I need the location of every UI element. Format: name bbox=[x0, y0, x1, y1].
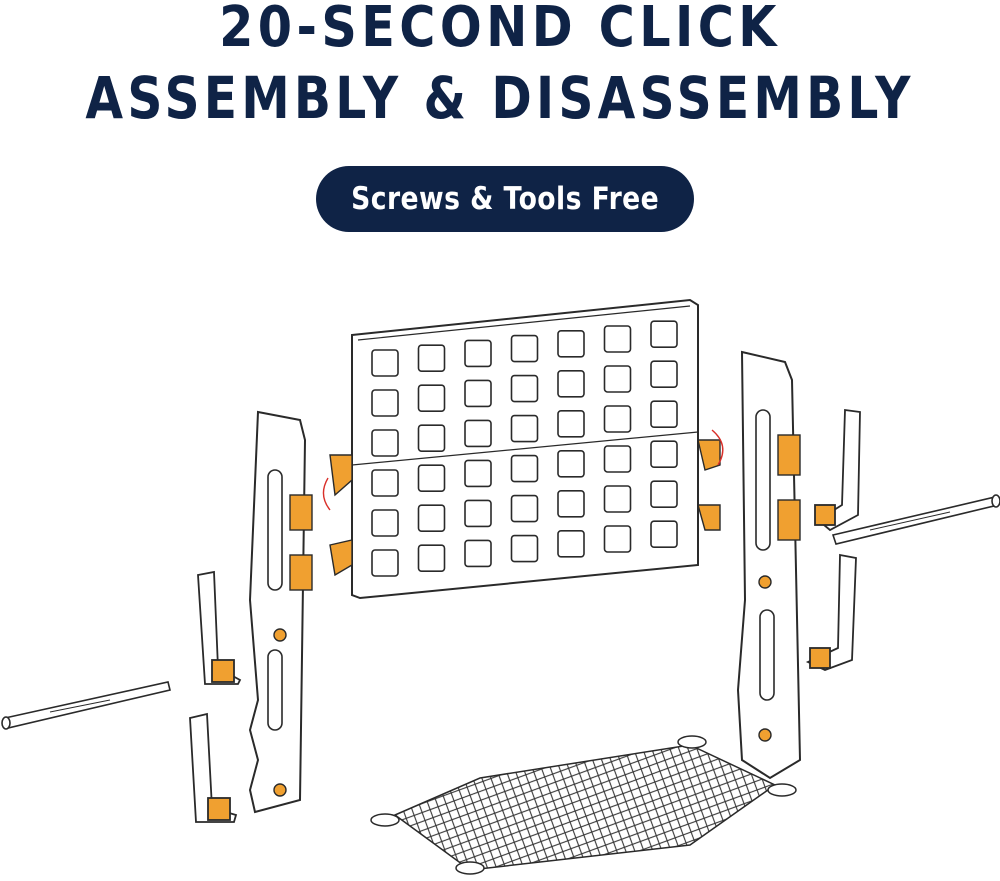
panel-square bbox=[603, 525, 632, 553]
panel-square bbox=[417, 344, 446, 373]
panel-square bbox=[603, 445, 632, 473]
panel-square bbox=[650, 440, 678, 469]
panel-square bbox=[371, 549, 399, 577]
panel-square bbox=[371, 469, 399, 497]
panel-square bbox=[603, 365, 632, 393]
panel-square bbox=[371, 509, 399, 537]
panel-square bbox=[417, 424, 446, 453]
panel-square bbox=[510, 454, 539, 483]
screws-tools-free-badge: Screws & Tools Free bbox=[316, 166, 694, 232]
panel-square bbox=[603, 485, 632, 513]
safety-net-icon bbox=[370, 735, 797, 875]
panel-square bbox=[417, 544, 446, 573]
panel-square bbox=[417, 464, 446, 493]
panel-square bbox=[464, 379, 492, 408]
panel-square bbox=[510, 334, 539, 363]
panel-square bbox=[557, 529, 585, 558]
panel-square bbox=[557, 409, 585, 438]
panel-square bbox=[557, 329, 585, 358]
panel-grid-icon bbox=[351, 298, 699, 600]
panel-square bbox=[464, 419, 492, 448]
panel-square bbox=[650, 480, 678, 509]
panel-square bbox=[603, 325, 632, 353]
headline-line-2: ASSEMBLY & DISASSEMBLY bbox=[85, 64, 915, 132]
panel-square bbox=[510, 414, 539, 443]
corner-bracket-icon bbox=[189, 408, 861, 823]
panel-square bbox=[650, 360, 678, 389]
panel-square bbox=[464, 459, 492, 488]
connecting-rod-icon bbox=[1, 494, 1000, 730]
panel-square bbox=[650, 400, 678, 429]
panel-square bbox=[371, 389, 399, 417]
right-post-icon bbox=[697, 350, 802, 780]
panel-square bbox=[371, 429, 399, 457]
panel-square bbox=[510, 494, 539, 523]
panel-square bbox=[510, 374, 539, 403]
panel-square bbox=[650, 320, 678, 349]
panel-square bbox=[557, 369, 585, 398]
panel-square bbox=[650, 520, 678, 549]
panel-square bbox=[557, 449, 585, 478]
panel-square bbox=[464, 539, 492, 568]
panel-square bbox=[417, 504, 446, 533]
panel-square bbox=[464, 339, 492, 368]
panel-square bbox=[510, 534, 539, 563]
panel-square bbox=[371, 349, 399, 377]
badge-label: Screws & Tools Free bbox=[350, 181, 660, 217]
panel-square bbox=[417, 384, 446, 413]
panel-square bbox=[557, 489, 585, 518]
panel-square bbox=[464, 499, 492, 528]
left-post-icon bbox=[248, 410, 353, 814]
headline-line-1: 20-SECOND CLICK bbox=[219, 0, 781, 60]
panel-square bbox=[603, 405, 632, 433]
